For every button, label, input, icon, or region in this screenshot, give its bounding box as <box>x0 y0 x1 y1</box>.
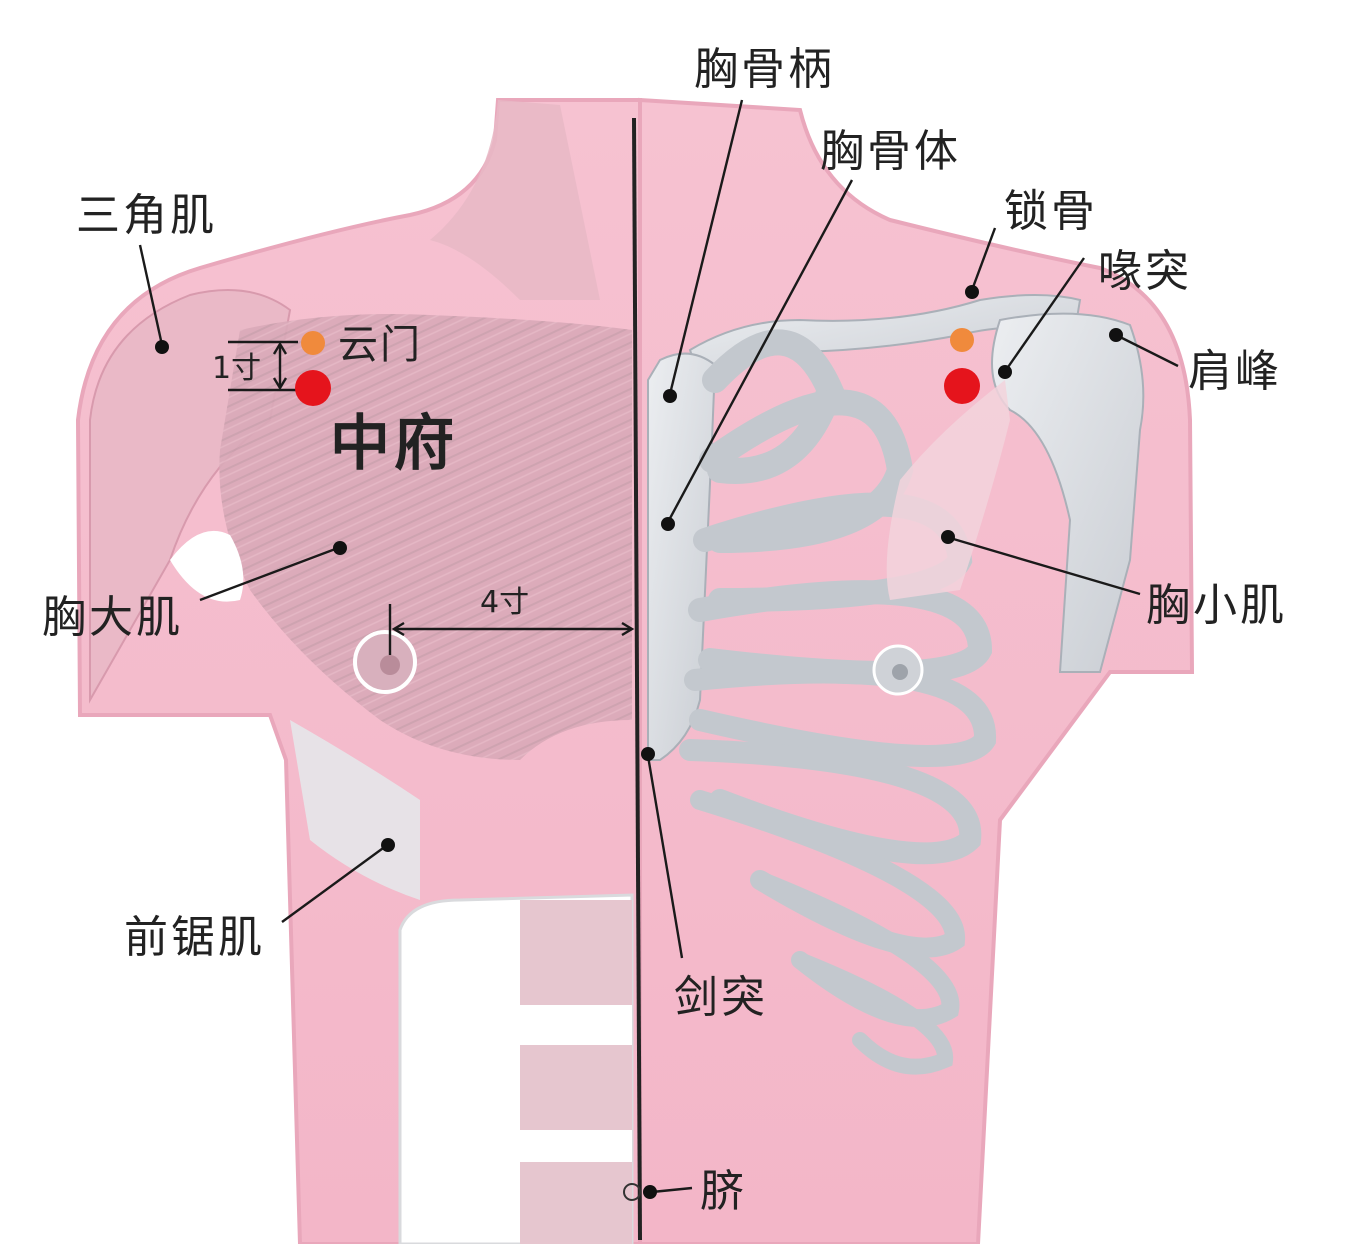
label-coracoid: 喙突 <box>1098 246 1192 297</box>
leader-pec-major <box>199 546 339 602</box>
leader-dot <box>965 285 979 299</box>
leader-dot <box>643 1185 657 1199</box>
body-midline <box>632 117 642 1241</box>
pectoralis-major <box>219 314 632 760</box>
leader-dot <box>1109 328 1123 342</box>
label-sternum-body: 胸骨体 <box>820 126 961 177</box>
rib-cage <box>679 329 997 1075</box>
zhongfu-title: 中府 <box>330 409 458 479</box>
leader-dot <box>998 365 1012 379</box>
leader-clavicle <box>970 227 997 291</box>
nipple-left <box>353 630 417 694</box>
right-skeleton <box>647 294 1145 1075</box>
left-muscles <box>170 314 634 1244</box>
leader-dot <box>941 530 955 544</box>
arrow-head-up <box>272 341 288 355</box>
rib <box>792 952 954 1075</box>
leader-dot <box>333 541 347 555</box>
acupoints: 云门 中府 <box>295 322 980 479</box>
tendinous-band <box>520 1005 632 1045</box>
armpit-bone <box>170 530 244 602</box>
rib <box>751 871 960 1028</box>
rectus-abdominis <box>520 900 632 1244</box>
leader-dot <box>661 517 675 531</box>
leader-serratus <box>281 845 387 923</box>
neck-muscle <box>430 100 600 300</box>
zhongfu-point-left <box>295 370 331 406</box>
leader-acromion <box>1117 334 1179 368</box>
leader-lines <box>138 99 1179 1201</box>
label-manubrium: 胸骨柄 <box>694 44 835 95</box>
anatomy-labels: 三角肌 胸大肌 前锯肌 胸骨柄 胸骨体 锁骨 喙突 肩峰 胸小肌 剑突 脐 <box>42 44 1287 1217</box>
arrow-head-right <box>621 621 635 637</box>
label-deltoid: 三角肌 <box>76 190 217 241</box>
leader-dot <box>663 389 677 403</box>
label-serratus: 前锯肌 <box>124 912 265 963</box>
yunmen-label: 云门 <box>338 322 422 368</box>
label-pec-minor: 胸小肌 <box>1146 580 1287 631</box>
navel-mark <box>623 1183 641 1201</box>
tendinous-band <box>520 1130 632 1162</box>
arrow-head-down <box>272 377 288 391</box>
arrow-head-left <box>391 621 405 637</box>
label-navel: 脐 <box>700 1166 747 1217</box>
leader-sternum-body <box>666 179 854 523</box>
leader-xiphoid <box>646 755 684 959</box>
leader-deltoid <box>138 244 164 346</box>
leader-dot <box>641 747 655 761</box>
leader-navel <box>651 1186 693 1194</box>
yunmen-point-left <box>301 331 325 355</box>
label-xiphoid: 剑突 <box>674 972 768 1023</box>
leader-pec-minor <box>949 536 1141 596</box>
yunmen-point-right <box>950 328 974 352</box>
zhongfu-point-right <box>944 368 980 404</box>
serratus-anterior <box>290 720 420 900</box>
measurements: 1寸 4寸 <box>212 340 635 655</box>
nipple-right <box>872 644 924 696</box>
label-acromion: 肩峰 <box>1188 346 1282 397</box>
rib <box>684 661 997 767</box>
leader-dot <box>381 838 395 852</box>
horizontal-measure-label: 4寸 <box>480 585 529 620</box>
label-clavicle: 锁骨 <box>1004 186 1098 237</box>
rib <box>699 389 914 553</box>
leader-dot <box>155 340 169 354</box>
label-pec-major: 胸大肌 <box>42 592 183 643</box>
leader-coracoid <box>1005 257 1085 371</box>
pectoralis-minor <box>886 380 1010 600</box>
vertical-measure-label: 1寸 <box>212 351 261 386</box>
leader-manubrium <box>668 99 744 395</box>
